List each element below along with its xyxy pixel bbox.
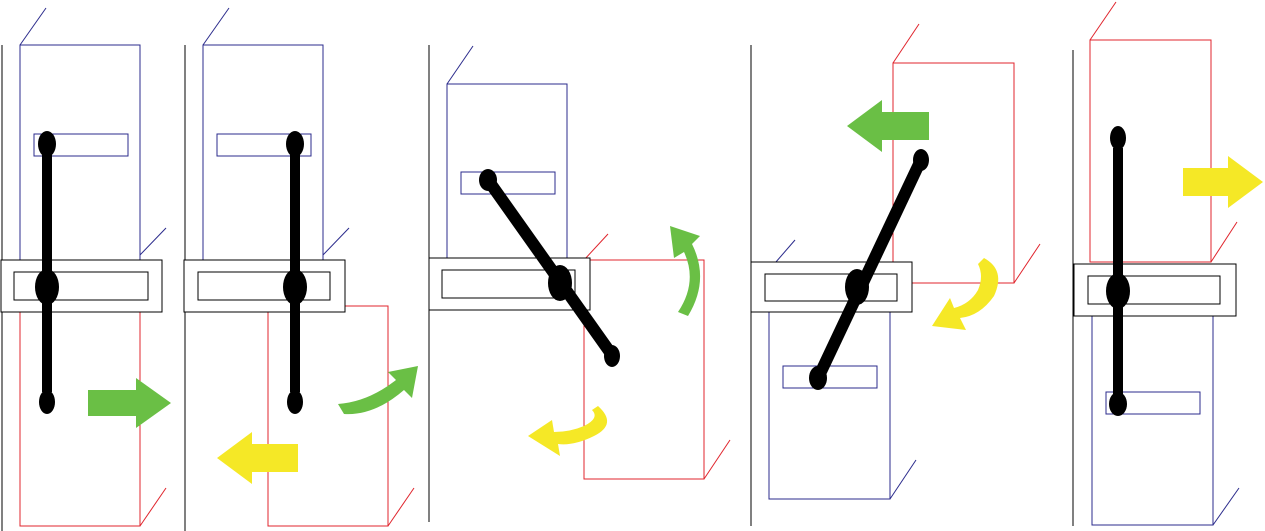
rod <box>483 176 617 359</box>
frame-plate <box>750 261 913 313</box>
rod <box>812 159 926 381</box>
pivot-center <box>283 269 307 305</box>
pivot-top <box>1110 126 1126 150</box>
frame-slot <box>197 271 331 301</box>
panel-5 <box>1072 1 1263 526</box>
red-box <box>583 233 731 480</box>
frame-slot <box>441 269 576 299</box>
pivot-top <box>38 131 56 157</box>
pivot-bottom <box>1109 392 1127 416</box>
blue-slot <box>1105 391 1201 415</box>
panel-3 <box>428 45 731 522</box>
red-box <box>892 23 1041 284</box>
pivot-center <box>845 269 869 305</box>
frame-plate <box>183 259 346 313</box>
red-box <box>267 305 415 527</box>
pivot-top <box>286 131 304 157</box>
frame-slot <box>764 273 898 302</box>
pivot-bottom <box>39 390 55 414</box>
green-arrow-right <box>88 378 171 428</box>
frame-slot <box>1087 275 1221 305</box>
blue-box <box>202 7 350 271</box>
pivot-top <box>913 149 929 171</box>
panel-4 <box>750 23 1041 526</box>
yellow-arrow-left <box>217 432 298 484</box>
yellow-curved-arrow <box>932 258 999 330</box>
frame-plate <box>1073 263 1237 317</box>
frame-plate <box>0 259 163 313</box>
green-arrow-left <box>847 100 929 152</box>
yellow-arrow-right <box>1183 156 1263 208</box>
blue-slot <box>782 365 878 389</box>
pivot-bottom <box>604 345 620 367</box>
blue-box <box>446 45 568 261</box>
blue-slot <box>216 133 312 157</box>
panel-2 <box>183 7 418 531</box>
green-curved-arrow <box>338 366 418 415</box>
blue-slot <box>33 133 129 157</box>
panel-1 <box>0 7 171 531</box>
pivot-top <box>479 169 497 191</box>
green-curved-arrow-up <box>670 226 701 316</box>
frame-slot <box>13 271 149 301</box>
pivot-bottom <box>287 390 303 414</box>
blue-slot <box>460 171 556 195</box>
pivot-bottom <box>809 366 827 390</box>
red-box <box>1089 1 1238 263</box>
pivot-center <box>548 265 572 301</box>
pivot-center <box>1106 273 1130 309</box>
yellow-curved-arrow <box>528 406 608 456</box>
pivot-center <box>35 269 59 305</box>
